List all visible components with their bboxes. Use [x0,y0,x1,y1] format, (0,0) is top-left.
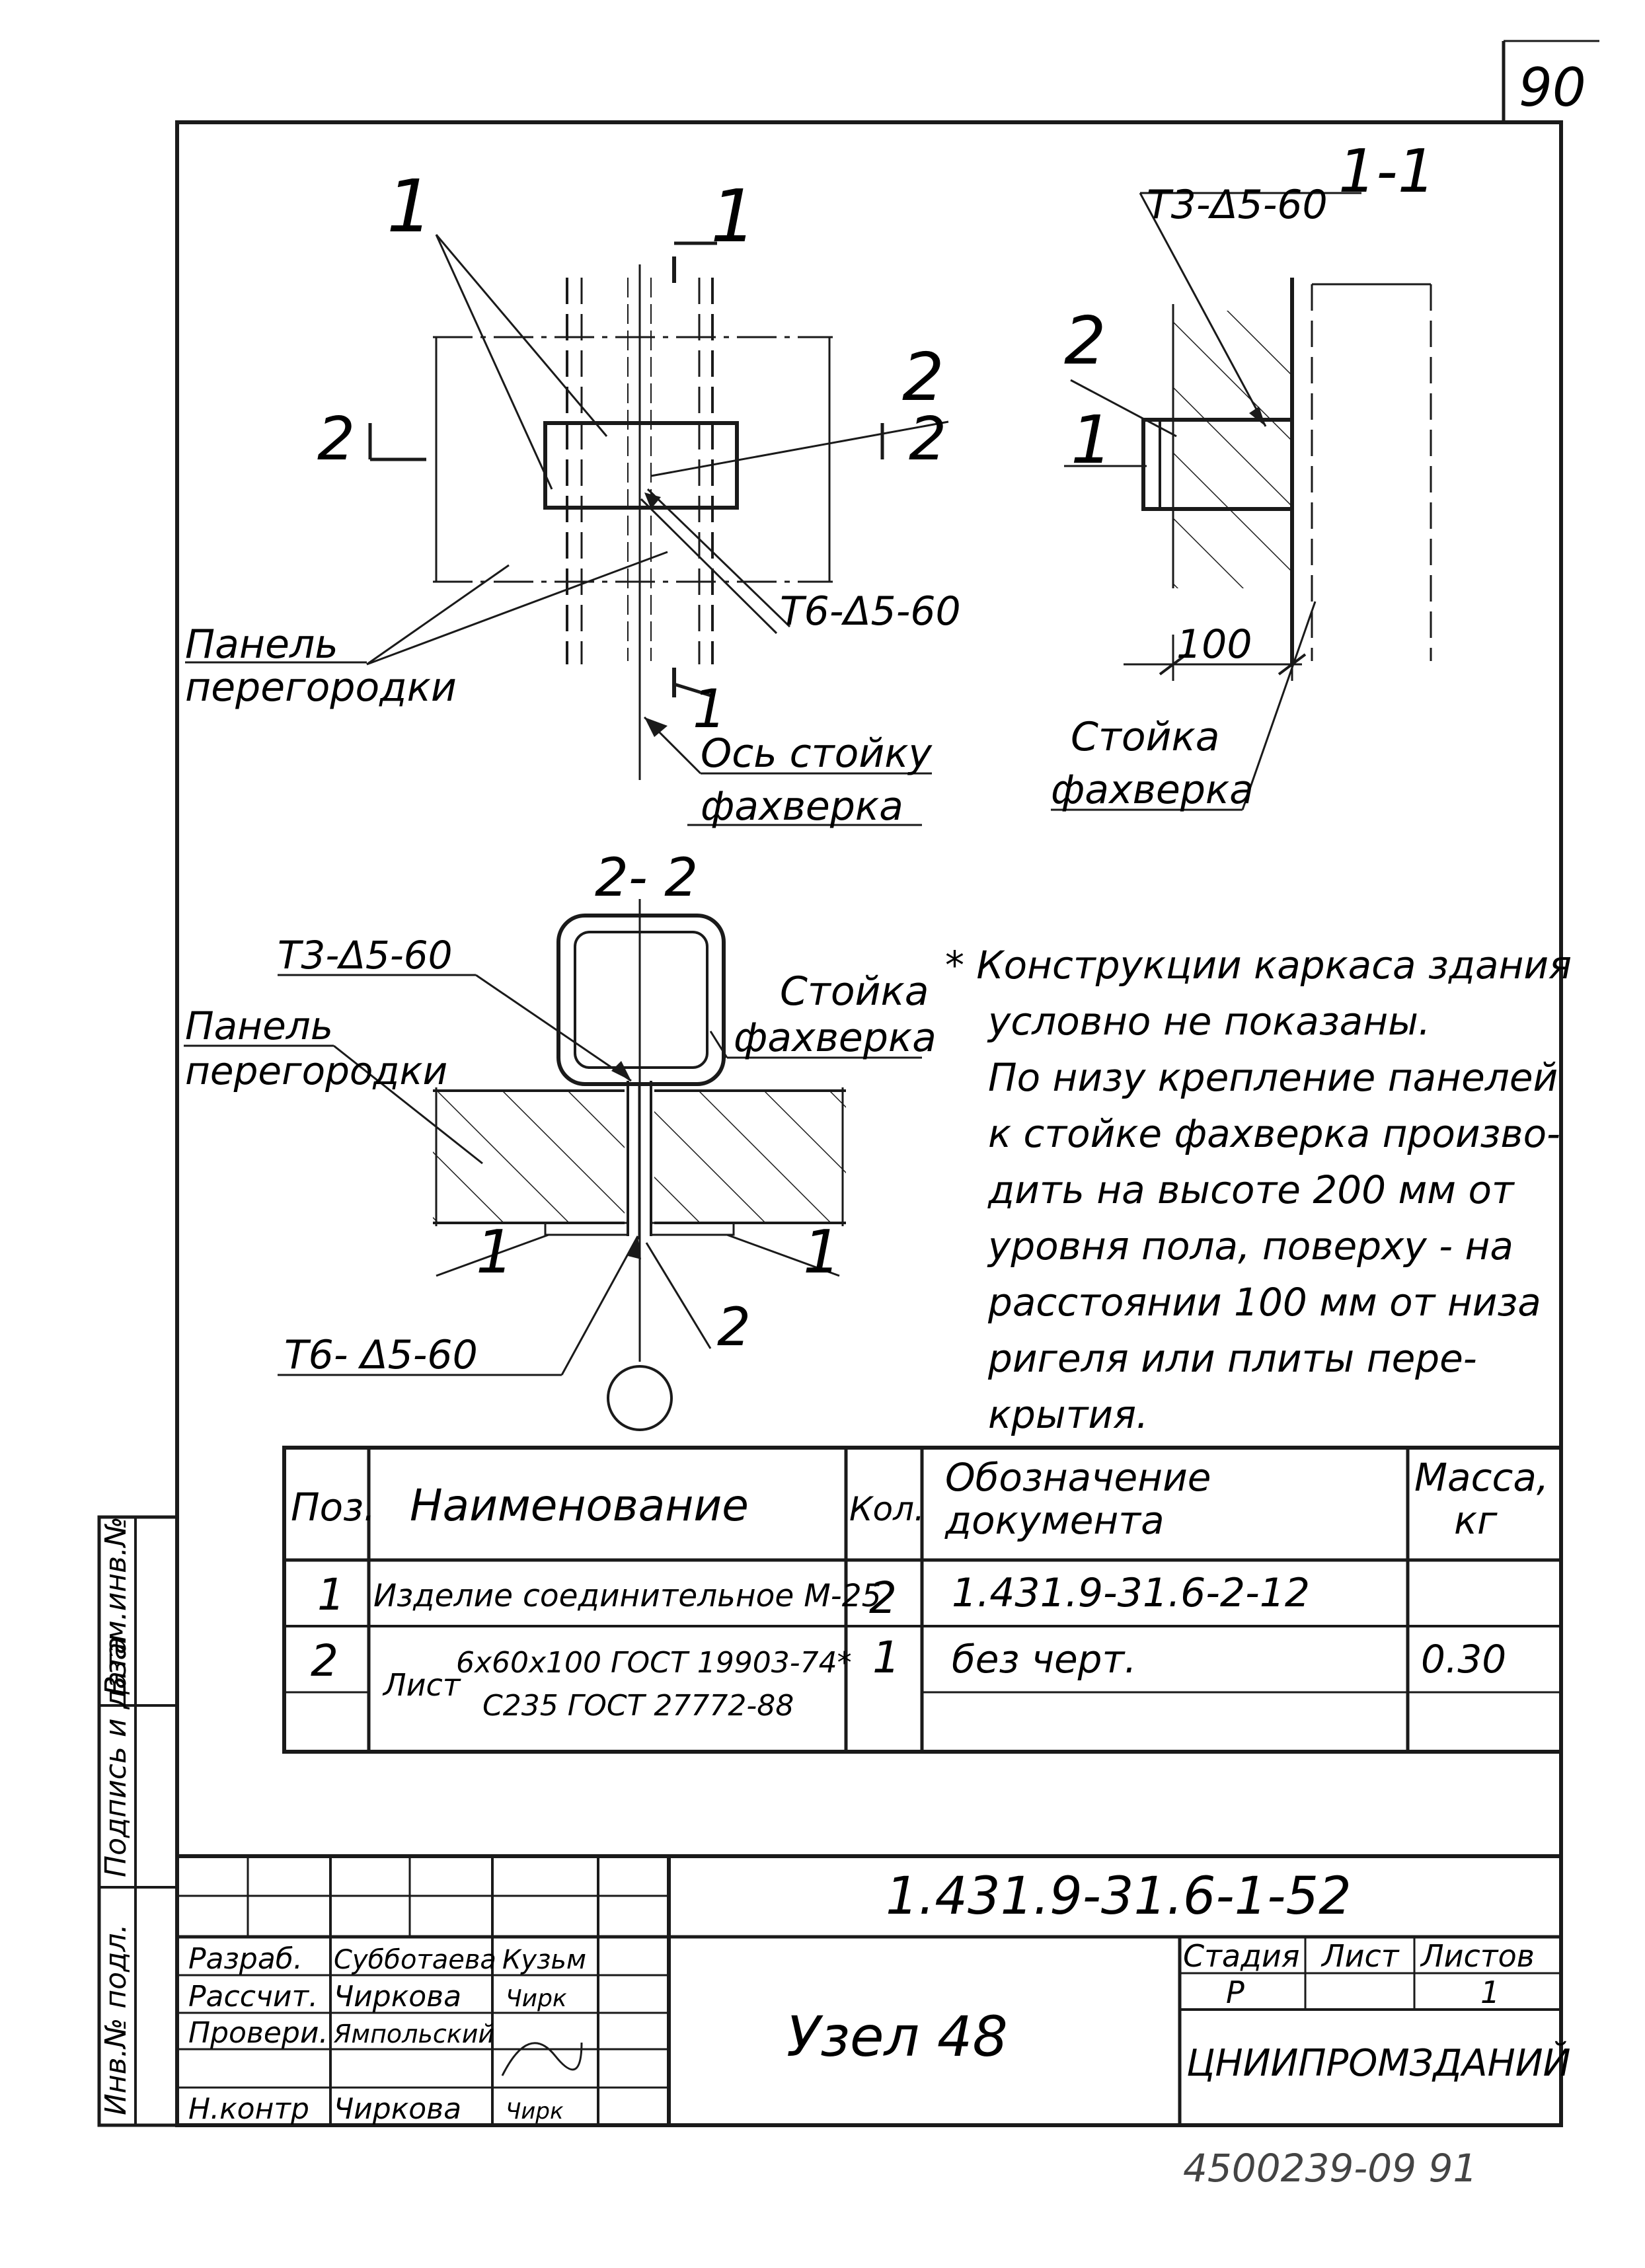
panel-label-1: Панель [185,621,338,668]
sig-role-5: Н.контр [188,2092,309,2126]
sheets-label: Листов [1420,1938,1535,1974]
post-label-2: фахверка [1051,767,1254,813]
row-1-name: Изделие соединительное М-25 [373,1578,882,1614]
th-mass-2: кг [1454,1498,1498,1543]
stage-label: Стадия [1183,1938,1299,1974]
section-arrow-2-left: 2 [317,405,355,474]
sheets-value: 1 [1480,1975,1500,2010]
note-line-2: По низу крепление панелей [988,1055,1558,1100]
panel-label-2-2: перегородки [185,1048,447,1093]
section-arrow-1-top: 1 [710,174,757,258]
dim-100: 100 [1176,621,1252,668]
weld-t6-section-2: Т6- Δ5-60 [284,1332,478,1378]
sig-role-3: Провери. [188,2016,328,2050]
stage-value: Р [1226,1975,1244,2010]
sig-name-3: Ямпольский [333,2019,494,2049]
axis-label-2: фахверка [701,783,903,830]
note-line-3: к стойке фахверка произво- [988,1111,1560,1156]
sig-role-1: Разраб. [188,1942,303,1976]
signature-scribble [501,2042,583,2076]
row-2-name-2: С235 ГОСТ 27772-88 [482,1689,794,1723]
section-1-1: 1-1 Т3-Δ5-60 2 1 100 Стойка фахверка [1051,137,1435,813]
section-arrow-2-right: 2 [909,405,946,474]
post-label-1: Стойка [1071,714,1220,760]
panel-label-2: перегородки [185,664,457,711]
row-2-doc: без черт. [952,1637,1137,1682]
panel-label-2-1: Панель [185,1003,333,1048]
th-doc-1: Обозначение [945,1455,1211,1500]
org-name: ЦНИИПРОМЗДАНИЙ [1186,2042,1571,2085]
note-line-4: дить на высоте 200 мм от [987,1167,1515,1212]
section-2-2-title: 2- 2 [595,847,698,908]
weld-t3-section-2: Т3-Δ5-60 [278,933,453,978]
note-block: * Конструкции каркаса здания условно не … [945,943,1572,1437]
row-1-pos: 1 [317,1569,345,1620]
mark-1-front: 1 [387,164,433,249]
note-line-8: крытия. [988,1392,1148,1437]
row-2-mass: 0.30 [1421,1637,1506,1682]
section-arrow-1-bottom: 1 [693,678,726,740]
weld-t3-section: Т3-Δ5-60 [1147,182,1328,228]
weld-t6-front: Т6-Δ5-60 [780,588,961,635]
row-2-name-prefix: Лист [382,1667,461,1703]
th-mass-1: Масса, [1414,1455,1549,1500]
sheet-label: Лист [1320,1938,1400,1974]
sig-name-2: Чиркова [334,1980,461,2014]
sig-sign-1: Кузьм [502,1945,586,1975]
sig-role-2: Рассчит. [188,1980,318,2014]
mark-2-section: 2 [1064,302,1106,379]
sig-sign-5: Чирк [506,2098,564,2125]
note-line-1: условно не показаны. [987,999,1430,1044]
side-stamp: Взам.инв.№ Подпись и дата Инв.№ подл. [97,1515,179,2127]
th-qty: Кол. [849,1490,925,1528]
mark-1-section: 1 [1071,401,1113,479]
side-podpis-data: Подпись и дата [99,1637,133,1877]
drawing-title: Узел 48 [786,2004,1008,2069]
sig-name-5: Чиркова [334,2092,461,2126]
drawing-code: 1.431.9-31.6-1-52 [886,1867,1352,1926]
note-line-5: уровня пола, поверху - на [987,1224,1513,1269]
note-line-6: расстоянии 100 мм от низа [987,1280,1541,1325]
row-1-doc: 1.431.9-31.6-2-12 [952,1570,1310,1616]
row-1-qty: 2 [869,1573,897,1623]
note-line-0: * Конструкции каркаса здания [945,943,1572,988]
mark-1-section-2-left: 1 [476,1218,514,1287]
side-vzam-inv: Взам.инв.№ [99,1516,133,1696]
th-doc-2: документа [944,1498,1165,1543]
axis-label-1: Ось стойку [701,730,933,777]
front-view: 1 1 2 2 2 1 Т6-Δ5-60 Панель перегородки … [185,164,961,830]
sig-name-1: Субботаева [334,1945,496,1975]
footer-code: 4500239-09 91 [1183,2146,1477,2191]
mark-1-section-2-right: 1 [803,1218,841,1287]
mark-2-front: 2 [902,338,944,416]
section-2-2: 2- 2 Т3-Δ5-60 Панель перегородки Стойка … [184,847,937,1431]
sig-sign-2: Чирк [506,1985,567,2012]
post-label-2-2: фахверка [734,1015,937,1061]
th-pos: Поз. [291,1485,375,1530]
sheet-frame [175,120,1563,2127]
title-block: 1.431.9-31.6-1-52 Узел 48 Стадия Лист Ли… [177,1854,1571,2126]
sheet-number: 90 [1519,57,1586,118]
mark-2-section-2: 2 [717,1296,751,1358]
th-name: Наименование [410,1480,749,1531]
section-1-1-title: 1-1 [1338,137,1435,206]
note-line-7: ригеля или плиты пере- [987,1336,1477,1381]
post-label-2-1: Стойка [780,968,929,1015]
row-2-qty: 1 [872,1632,900,1683]
spec-table: Поз. Наименование Кол. Обозначение докум… [282,1446,1563,1754]
row-2-name-1: 6х60х100 ГОСТ 19903-74* [456,1646,852,1680]
side-inv-podl: Инв.№ подл. [99,1924,133,2115]
row-2-pos: 2 [311,1635,338,1686]
